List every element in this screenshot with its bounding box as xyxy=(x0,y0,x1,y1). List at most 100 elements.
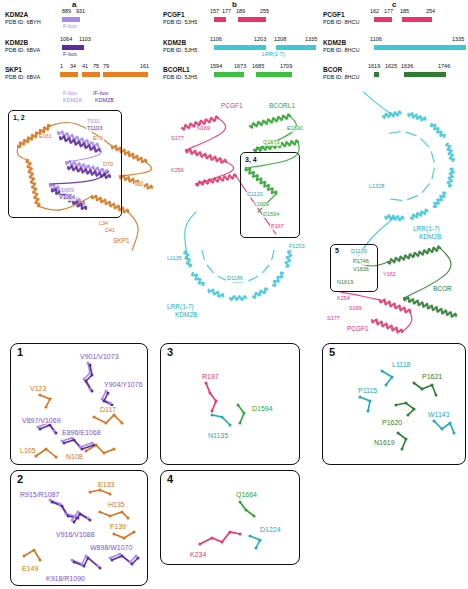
domain-label: PDB ID: 5JH5 xyxy=(163,75,197,81)
atom-ball xyxy=(453,432,456,435)
structure-label: E161 xyxy=(38,134,53,140)
protein-ribbon xyxy=(446,144,454,161)
protein-ribbon xyxy=(50,172,108,184)
panel-letter: b xyxy=(232,1,237,9)
panel-letter: a xyxy=(72,1,76,9)
protein-ribbon xyxy=(391,199,402,200)
atom-ball xyxy=(85,450,88,453)
structure-label: KDM2A xyxy=(62,98,83,104)
structure-label: F1203 xyxy=(288,244,306,250)
protein-ribbon xyxy=(186,118,226,150)
domain-bar xyxy=(374,45,466,50)
callout-number: 5 xyxy=(328,347,336,358)
atom-ball xyxy=(131,563,134,566)
domain-label: PDB ID: 8HCU xyxy=(323,75,359,81)
structure-label: BCORL1 xyxy=(268,103,296,110)
structure-label: SKP1 xyxy=(112,238,131,245)
atom-ball xyxy=(121,555,124,558)
domain-label: SKP1 xyxy=(5,67,22,74)
structure-label: K256 xyxy=(170,168,185,174)
atom-ball xyxy=(449,422,452,425)
atom-ball xyxy=(105,422,108,425)
domain-label: 1106 xyxy=(370,37,382,43)
structure-label: N169 xyxy=(196,126,211,132)
atom-ball xyxy=(243,412,246,415)
domain-label: 1335 xyxy=(305,37,317,43)
residue-stick xyxy=(86,445,114,453)
residue-stick xyxy=(250,536,260,548)
residue-label: V901/V1073 xyxy=(79,353,120,360)
protein-ribbon xyxy=(50,184,84,204)
structure-label: V1636 xyxy=(352,267,370,273)
protein-ribbon xyxy=(250,114,290,127)
structure-label: L34 xyxy=(98,221,109,227)
atom-ball xyxy=(237,404,240,407)
atom-ball xyxy=(121,511,124,514)
protein-ribbon xyxy=(402,312,412,332)
structure-label: K254 xyxy=(336,296,351,302)
atom-ball xyxy=(397,432,400,435)
protein-ribbon xyxy=(285,251,291,266)
domain-label: KDM2A xyxy=(5,12,28,19)
residue-stick xyxy=(360,397,370,411)
domain-label: 41 xyxy=(82,64,88,70)
atom-ball xyxy=(229,424,232,427)
domain-label: PDB ID: 6BVA xyxy=(5,75,40,81)
atom-ball xyxy=(209,392,212,395)
structure-label: T931 xyxy=(86,119,101,125)
atom-ball xyxy=(91,374,94,377)
domain-label: 931 xyxy=(76,9,85,15)
domain-label: 1685 xyxy=(252,64,264,70)
protein-ribbon xyxy=(112,146,146,163)
protein-ribbon xyxy=(249,277,258,281)
domain-label: 1636 xyxy=(401,64,413,70)
residue-label: N1135 xyxy=(207,432,229,439)
structure-label: V1064 xyxy=(58,195,76,201)
residue-label: V916/V1088 xyxy=(55,531,96,538)
atom-ball xyxy=(253,515,256,518)
protein-ribbon xyxy=(196,174,236,185)
atom-ball xyxy=(211,537,214,540)
domain-bar xyxy=(374,72,379,77)
domain-label: KDM2B xyxy=(5,40,28,47)
atom-ball xyxy=(441,428,444,431)
atom-ball xyxy=(63,442,66,445)
structure-label: M1 xyxy=(134,182,144,188)
structure-label: PCGF1 xyxy=(346,326,370,333)
protein-ribbon xyxy=(254,116,296,150)
atom-ball xyxy=(89,519,92,522)
protein-ribbon xyxy=(120,175,152,188)
domain-label: 1709 xyxy=(280,64,292,70)
atom-ball xyxy=(395,404,398,407)
structure-label: KDM2B xyxy=(94,98,115,104)
callout-number: 3, 4 xyxy=(244,156,258,163)
residue-label: D1224 xyxy=(259,526,282,533)
atom-ball xyxy=(49,398,52,401)
structure-label: LRR(1-7) xyxy=(166,304,195,311)
domain-label: 161 xyxy=(140,64,149,70)
residue-label: K918/R1090 xyxy=(45,575,86,582)
protein-ribbon xyxy=(233,281,243,282)
atom-ball xyxy=(215,400,218,403)
protein-ribbon xyxy=(404,297,456,316)
residue-label: L105 xyxy=(19,447,37,454)
domain-label: KDM2B xyxy=(163,40,186,47)
residue-stick xyxy=(100,512,128,518)
structure-label: N1619 xyxy=(336,280,354,286)
protein-ribbon xyxy=(372,320,402,333)
atom-ball xyxy=(103,452,106,455)
protein-ribbon xyxy=(26,160,39,206)
structure-label: Y162 xyxy=(382,272,397,278)
atom-ball xyxy=(199,543,202,546)
residue-stick xyxy=(414,383,436,395)
domain-label: 1106 xyxy=(210,37,222,43)
structure-label: LRR(1-7) xyxy=(412,226,441,233)
structure-label: D41 xyxy=(104,228,116,234)
structure-label: KDM2B xyxy=(174,312,198,319)
residue-stick xyxy=(212,415,230,425)
residue-stick xyxy=(434,421,454,433)
domain-bar xyxy=(276,45,316,50)
atom-ball xyxy=(435,394,438,397)
structure-label: S177 xyxy=(170,136,185,142)
protein-ribbon xyxy=(448,169,454,187)
